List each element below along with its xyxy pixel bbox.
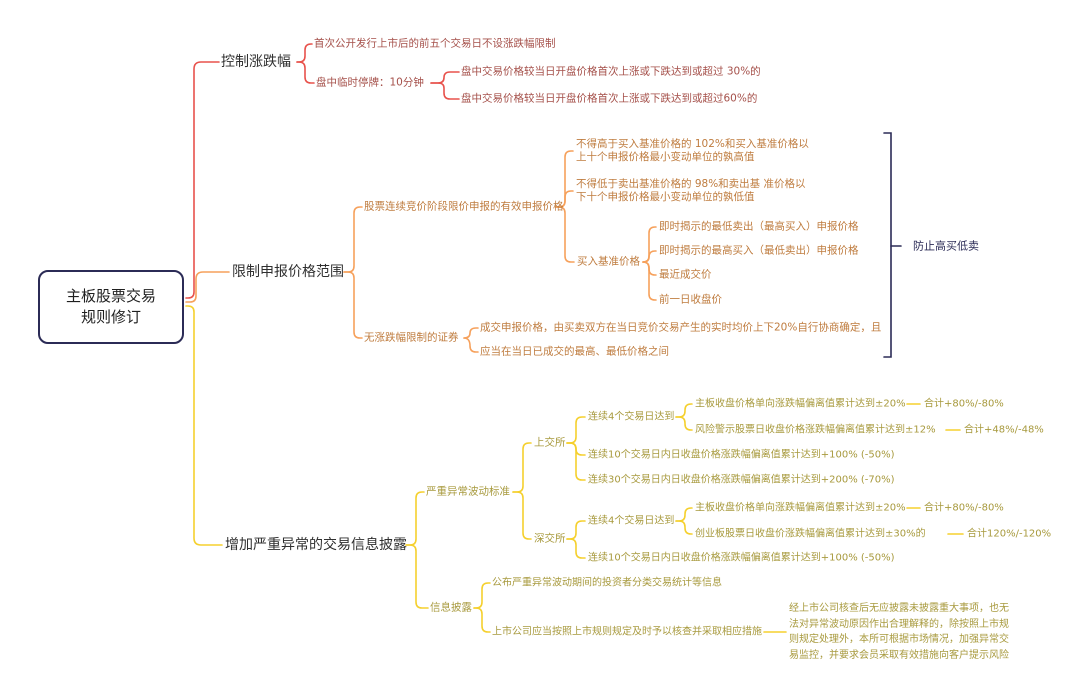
node-halt-30pct[interactable]: 盘中交易价格较当日开盘价格首次上涨或下跌达到或超过 30%的 xyxy=(461,65,761,78)
node-price-limit-control[interactable]: 控制涨跌幅 xyxy=(221,54,291,70)
note-szse-total-80: 合计+80%/-80% xyxy=(924,502,1004,514)
note-sse-total-48: 合计+48%/-48% xyxy=(964,424,1044,436)
node-highest-bid-quote[interactable]: 即时揭示的最高买入（最低卖出）申报价格 xyxy=(659,244,859,257)
root-topic-label: 主板股票交易 规则修订 xyxy=(65,287,156,326)
node-sse-risk-12pct[interactable]: 风险警示股票日收盘价格涨跌幅偏离值累计达到±12% xyxy=(695,424,936,436)
node-sse-4days[interactable]: 连续4个交易日达到 xyxy=(588,411,675,423)
node-halt-60pct[interactable]: 盘中交易价格较当日开盘价格首次上涨或下跌达到或超过60%的 xyxy=(461,92,758,105)
node-sse-30days-200pct[interactable]: 连续30个交易日内日收盘价格涨跌幅偏离值累计达到+200% (-70%) xyxy=(588,474,895,486)
node-abnormal-fluctuation-standard[interactable]: 严重异常波动标准 xyxy=(426,485,510,498)
node-szse-10days-100pct[interactable]: 连续10个交易日内日收盘价格涨跌幅偏离值累计达到+100% (-50%) xyxy=(588,552,895,564)
node-not-lower-98pct[interactable]: 不得低于卖出基准价格的 98%和卖出基 准价格以 下十个申报价格最小变动单位的孰… xyxy=(576,178,806,203)
node-last-trade-price[interactable]: 最近成交价 xyxy=(659,268,712,281)
node-continuous-auction-valid-price[interactable]: 股票连续竞价阶段限价申报的有效申报价格 xyxy=(364,200,564,213)
branch-limit-connectors xyxy=(185,150,657,353)
node-ipo-first5days-no-limit[interactable]: 首次公开发行上市后的前五个交易日不设涨跌幅限制 xyxy=(314,37,556,50)
node-szse-4days[interactable]: 连续4个交易日达到 xyxy=(588,515,675,527)
node-szse-main-20pct[interactable]: 主板收盘价格单向涨跌幅偏离值累计达到±20% xyxy=(695,502,906,514)
node-sse[interactable]: 上交所 xyxy=(534,436,566,449)
node-sse-main-20pct[interactable]: 主板收盘价格单向涨跌幅偏离值累计达到±20% xyxy=(695,398,906,410)
annotation-prevent-high-buy-low-sell: 防止高买低卖 xyxy=(913,239,979,253)
node-not-higher-102pct[interactable]: 不得高于买入基准价格的 102%和买入基准价格以 上十个申报价格最小变动单位的孰… xyxy=(576,138,809,163)
node-quote-price-range[interactable]: 限制申报价格范围 xyxy=(232,264,344,280)
node-prev-day-close[interactable]: 前一日收盘价 xyxy=(659,293,722,306)
branch-disclosure-connectors xyxy=(185,305,964,633)
node-sse-10days-100pct[interactable]: 连续10个交易日内日收盘价格涨跌幅偏离值累计达到+100% (-50%) xyxy=(588,449,895,461)
node-intraday-halt-10min[interactable]: 盘中临时停牌：10分钟 xyxy=(316,76,424,89)
note-sse-total-80: 合计+80%/-80% xyxy=(924,398,1004,410)
node-buy-base-price[interactable]: 买入基准价格 xyxy=(577,255,640,268)
node-publish-investor-stats[interactable]: 公布严重异常波动期间的投资者分类交易统计等信息 xyxy=(492,577,722,589)
node-between-high-low[interactable]: 应当在当日已成交的最高、最低价格之间 xyxy=(480,345,669,358)
node-abnormal-trading-disclosure[interactable]: 增加严重异常的交易信息披露 xyxy=(225,537,407,553)
node-szse-chinext-30pct[interactable]: 创业板股票日收盘价涨跌幅偏离值累计达到±30%的 xyxy=(695,528,926,540)
prevent-bracket xyxy=(883,132,902,358)
node-lowest-ask-quote[interactable]: 即时揭示的最低卖出（最高买入）申报价格 xyxy=(659,220,859,233)
node-szse[interactable]: 深交所 xyxy=(534,532,566,545)
root-topic[interactable]: 主板股票交易 规则修订 xyxy=(38,270,184,344)
node-company-verify-measures[interactable]: 上市公司应当按照上市规则规定及时予以核查并采取相应措施 xyxy=(492,626,762,638)
node-verify-result-detail[interactable]: 经上市公司核查后无应披露未披露重大事项，也无法对异常波动原因作出合理解释的，除按… xyxy=(789,603,1009,661)
node-negotiated-trade-price[interactable]: 成交申报价格，由买卖双方在当日竞价交易产生的实时均价上下20%自行协商确定，且 xyxy=(480,321,882,334)
node-info-disclosure[interactable]: 信息披露 xyxy=(430,601,472,614)
branch-control-connectors xyxy=(185,43,460,299)
node-no-limit-securities[interactable]: 无涨跌幅限制的证券 xyxy=(364,331,459,344)
note-szse-total-120: 合计120%/-120% xyxy=(967,528,1052,540)
